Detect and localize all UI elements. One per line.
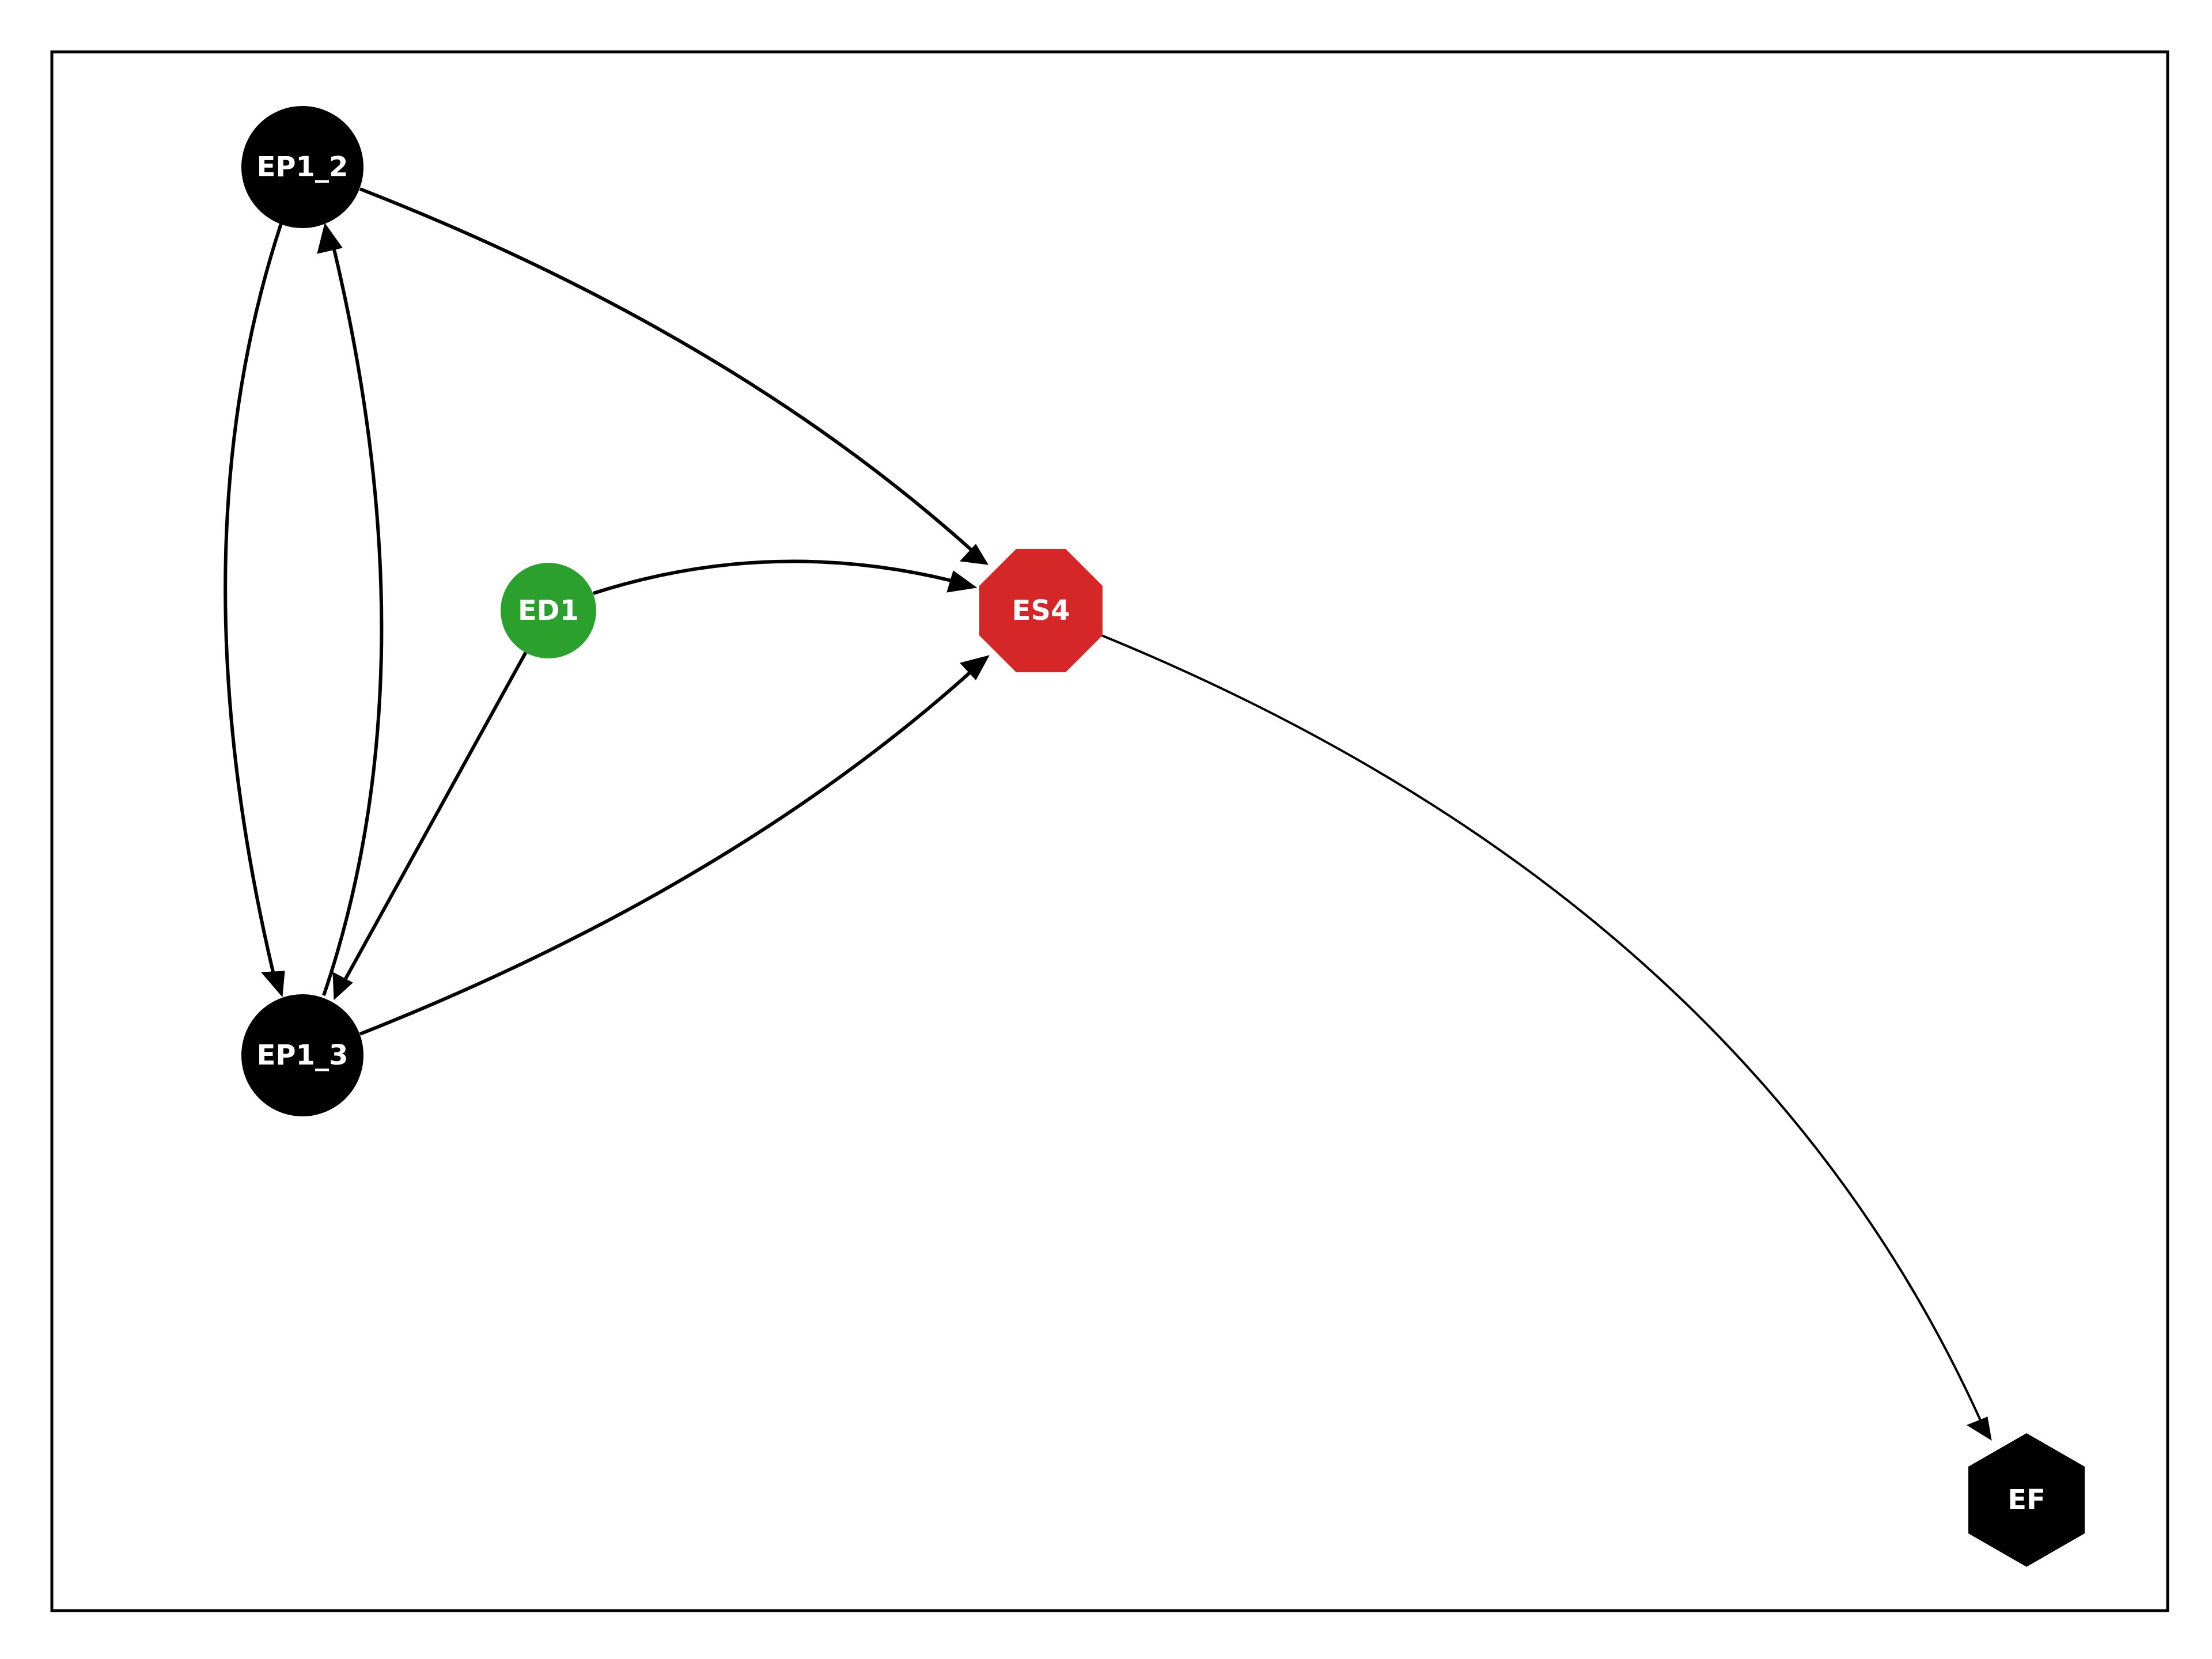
edges: [224, 187, 1992, 1441]
plot-frame: [50, 50, 2169, 1612]
node-ed1-label: ED1: [518, 594, 579, 627]
node-es4-label: ES4: [1012, 594, 1070, 627]
node-ep1-2-shape: [241, 106, 363, 228]
edge-ep1-3-to-ep1-2: [317, 222, 384, 996]
edge-es4-to-ef: [1100, 634, 1992, 1441]
node-ef-shape: [1968, 1433, 2085, 1567]
node-ep1-2: EP1_2: [241, 106, 363, 228]
node-ef: EF: [1968, 1433, 2085, 1567]
edge-ep1-3-to-es4: [359, 655, 990, 1036]
node-ep1-3: EP1_3: [241, 994, 363, 1116]
edge-ed1-to-es4: [593, 559, 978, 595]
node-ef-label: EF: [2008, 1484, 2046, 1516]
node-ed1-shape: [501, 563, 596, 658]
node-es4-shape: [979, 549, 1103, 672]
node-ed1: ED1: [501, 563, 596, 658]
node-ep1-2-label: EP1_2: [257, 151, 349, 183]
node-ep1-3-label: EP1_3: [257, 1039, 349, 1071]
node-ep1-3-shape: [241, 994, 363, 1116]
edge-ep1-2-to-ep1-3: [224, 223, 285, 998]
node-es4: ES4: [979, 549, 1103, 672]
edge-ep1-2-to-es4: [359, 187, 988, 565]
edge-ed1-to-ep1-3: [332, 651, 528, 1001]
